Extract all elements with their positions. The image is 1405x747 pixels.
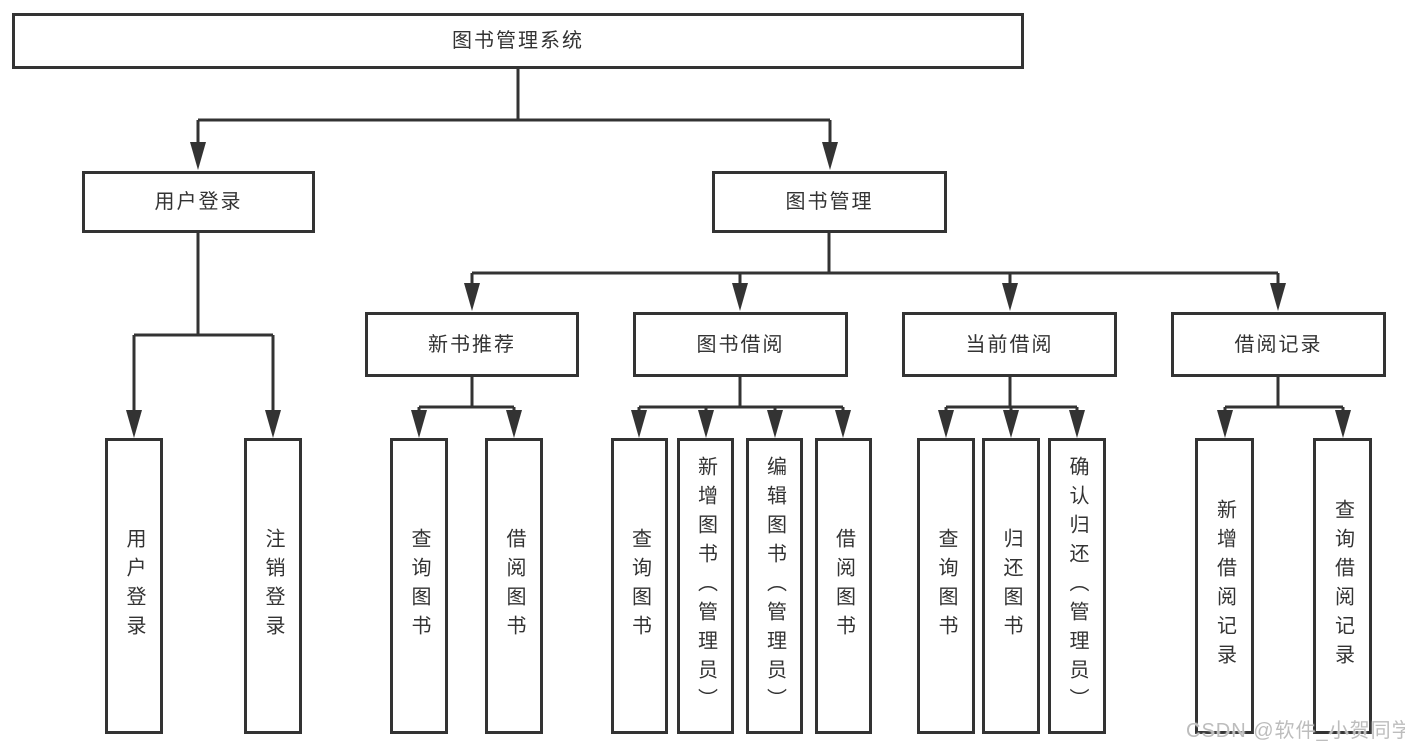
leaf-logout-login: 注销登录 xyxy=(244,438,302,734)
node-system-root: 图书管理系统 xyxy=(12,13,1024,69)
leaf-edit-books-admin: 编辑图书（管理员） xyxy=(746,438,803,734)
node-book-management: 图书管理 xyxy=(712,171,947,233)
leaf-return-books: 归还图书 xyxy=(982,438,1040,734)
node-book-borrowing: 图书借阅 xyxy=(633,312,848,377)
leaf-query-books-borrowing: 查询图书 xyxy=(611,438,668,734)
leaf-borrow-books-borrowing: 借阅图书 xyxy=(815,438,872,734)
watermark: CSDN @软件_小贺同学 xyxy=(1186,720,1405,742)
node-current-borrowing: 当前借阅 xyxy=(902,312,1117,377)
leaf-query-borrow-record: 查询借阅记录 xyxy=(1313,438,1372,734)
leaf-query-books-current: 查询图书 xyxy=(917,438,975,734)
leaf-add-borrow-record: 新增借阅记录 xyxy=(1195,438,1254,734)
node-user-login: 用户登录 xyxy=(82,171,315,233)
leaf-add-books-admin: 新增图书（管理员） xyxy=(677,438,734,734)
leaf-borrow-books-recommend: 借阅图书 xyxy=(485,438,543,734)
leaf-query-books-recommend: 查询图书 xyxy=(390,438,448,734)
node-new-book-recommendation: 新书推荐 xyxy=(365,312,579,377)
node-borrowing-records: 借阅记录 xyxy=(1171,312,1386,377)
leaf-confirm-return-admin: 确认归还（管理员） xyxy=(1048,438,1106,734)
leaf-user-login: 用户登录 xyxy=(105,438,163,734)
